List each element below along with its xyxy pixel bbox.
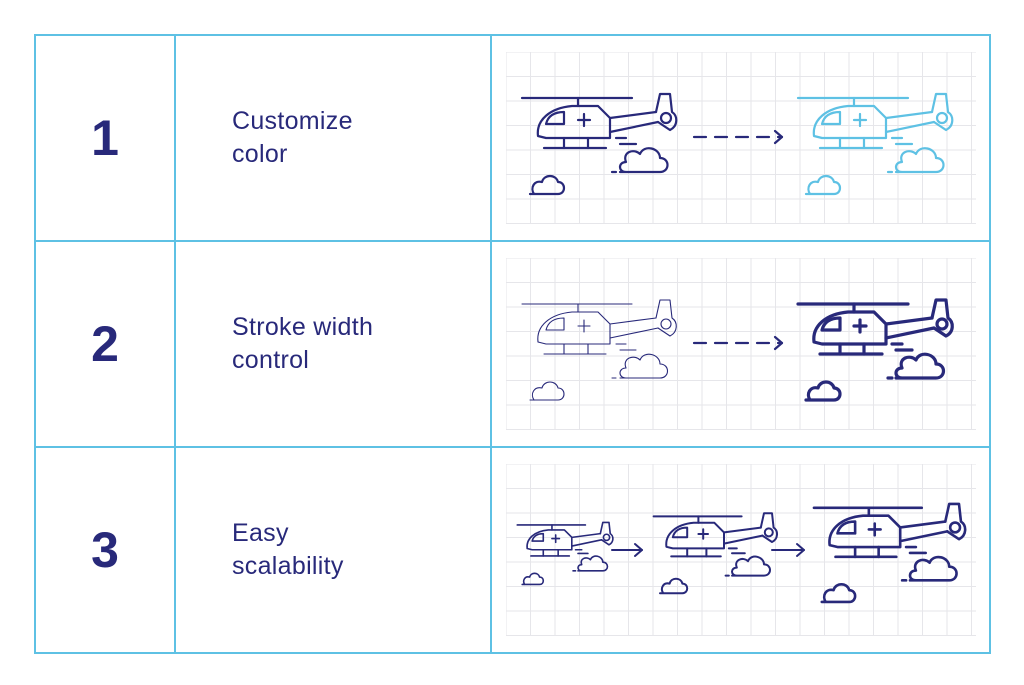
helicopter-icon (795, 298, 954, 402)
scale-demo-illustration (505, 464, 976, 636)
feature-label-line: color (232, 140, 288, 168)
stroke-demo-illustration (505, 258, 976, 430)
helicopter-icon (796, 92, 953, 196)
feature-label-line: Stroke width (232, 313, 374, 341)
feature-label: Easy scalability (174, 446, 492, 654)
arrow-right-icon (610, 543, 643, 557)
helicopter-icon (652, 512, 778, 595)
helicopter-icon (812, 502, 966, 604)
feature-number: 2 (34, 240, 176, 448)
color-demo-illustration (505, 52, 976, 224)
feature-row-stroke: 2 Stroke width control (34, 240, 991, 448)
helicopter-icon (520, 299, 677, 401)
feature-label-line: scalability (232, 552, 344, 580)
feature-row-color: 1 Customize color (34, 34, 991, 242)
helicopter-icon (515, 521, 614, 586)
feature-label: Stroke width control (174, 240, 492, 448)
feature-table: 1 Customize color 2 Stroke width control… (34, 34, 991, 654)
grid-background (505, 464, 976, 636)
feature-label-line: control (232, 346, 310, 374)
feature-demo (490, 34, 991, 242)
feature-number: 1 (34, 34, 176, 242)
arrow-right-icon (770, 543, 805, 557)
feature-demo (490, 240, 991, 448)
grid-background (505, 258, 976, 430)
feature-label: Customize color (174, 34, 492, 242)
arrow-right-icon (692, 129, 783, 145)
feature-row-scale: 3 Easy scalability (34, 446, 991, 654)
helicopter-icon (520, 92, 677, 196)
feature-label-line: Easy (232, 519, 289, 547)
feature-number: 3 (34, 446, 176, 654)
feature-label-line: Customize (232, 107, 353, 135)
feature-demo (490, 446, 991, 654)
arrow-right-icon (692, 335, 783, 351)
